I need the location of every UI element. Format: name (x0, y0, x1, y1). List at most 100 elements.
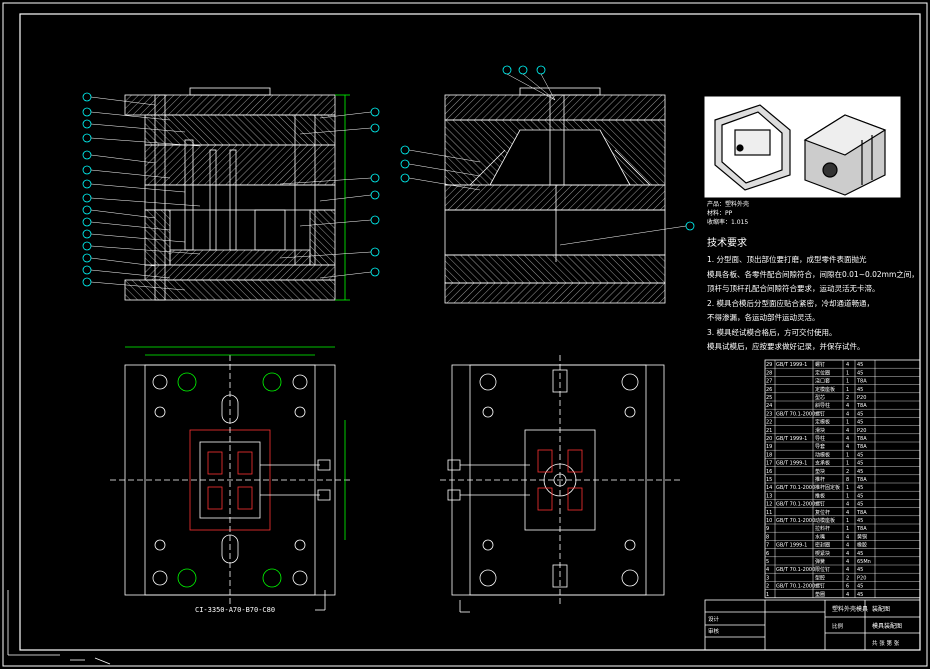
tech-req-item: 顶杆与顶杆孔配合间隙符合要求，运动灵活无卡滞。 (707, 283, 880, 293)
bom-cell: 45 (857, 411, 863, 417)
bom-cell: 推杆固定板 (815, 484, 840, 491)
part-balloon (82, 107, 171, 121)
bom-cell: 型腔 (815, 574, 825, 581)
bom-cell: 45 (857, 469, 863, 475)
product-note-1: 产品：塑料外壳 (707, 200, 749, 208)
part-balloon (400, 173, 481, 191)
bom-cell: 推板 (815, 492, 825, 499)
bom-cell: 7 (766, 543, 769, 549)
part-balloons-right (400, 65, 695, 246)
bom-cell: 1 (846, 420, 849, 426)
bom-cell: 12 (766, 502, 772, 508)
tech-req-item: 模具各板、各零件配合间隙符合，间隙在0.01~0.02mm之间， (707, 269, 919, 279)
bom-cell: 4 (846, 444, 849, 450)
tech-req-item: 3. 模具经试模合格后，方可交付使用。 (707, 327, 837, 337)
bom-cell: 螺钉 (815, 501, 825, 508)
bom-cell: 楔紧块 (815, 550, 830, 557)
bom-cell: 11 (766, 510, 772, 516)
bom-cell: 28 (766, 370, 772, 376)
bom-cell: 6 (846, 584, 849, 590)
bom-cell: 8 (766, 534, 769, 540)
bom-cell: 45 (857, 551, 863, 557)
bom-cell: 4 (846, 534, 849, 540)
plan-view-fixed-half (110, 346, 350, 611)
bom-cell: GB/T 1999-1 (776, 436, 807, 442)
part-balloon (82, 92, 156, 106)
bom-frame (764, 359, 921, 599)
product-note-2: 材料：PP (707, 209, 733, 217)
bom-cell: 1 (846, 379, 849, 385)
bom-cell: 1 (846, 493, 849, 499)
part-balloon (82, 165, 171, 179)
bom-cell: 2 (846, 575, 849, 581)
product-render (704, 96, 901, 198)
bom-cell: 6 (766, 551, 769, 557)
bom-cell: 3 (766, 575, 769, 581)
bom-cell: 19 (766, 444, 772, 450)
bom-cell: 4 (846, 428, 849, 434)
bom-cell: 2 (846, 395, 849, 401)
part-balloon (82, 179, 186, 193)
bom-cell: 复位杆 (815, 509, 830, 516)
bom-cell: P20 (857, 395, 866, 401)
part-balloon (518, 65, 556, 101)
part-balloon (82, 253, 156, 267)
inner-frame (19, 13, 921, 651)
bom-cell: T8A (856, 403, 867, 409)
title-label-check: 审核 (708, 627, 720, 635)
part-balloon (82, 241, 201, 255)
bom-cell: T8A (856, 526, 867, 532)
bom-cell: 4 (846, 510, 849, 516)
bom-cell: 1 (846, 387, 849, 393)
bom-cell: GB/T 70.1-2000 (776, 518, 815, 524)
bom-cell: 16 (766, 469, 772, 475)
part-balloon (319, 267, 380, 279)
title-label-sheet: 共 张 第 张 (872, 639, 900, 647)
part-balloon (299, 215, 380, 227)
bom-cell: GB/T 70.1-2000 (776, 567, 815, 573)
bom-cell: 4 (846, 436, 849, 442)
bom-cell: 17 (766, 461, 772, 467)
ucs-icon (7, 590, 111, 665)
bom-cell: 45 (857, 485, 863, 491)
bom-cell: 螺钉 (815, 410, 825, 417)
bom-cell: 螺钉 (815, 583, 825, 590)
part-balloon (82, 150, 156, 164)
bom-cell: 4 (846, 411, 849, 417)
bom-cell: 定模座板 (815, 386, 835, 393)
bom-cell: 45 (857, 518, 863, 524)
part-balloon (82, 205, 156, 219)
part-balloon (82, 277, 186, 291)
bom-cell: 1 (846, 461, 849, 467)
bom-cell: 45 (857, 493, 863, 499)
bom-cell: 2 (766, 584, 769, 590)
bom-cell: 定位圈 (815, 369, 830, 376)
bom-cell: 支承板 (815, 460, 830, 467)
bom-cell: 65Mn (857, 559, 871, 565)
bom-cell: 21 (766, 428, 772, 434)
bom-cell: GB/T 70.1-2000 (776, 584, 815, 590)
bom-cell: 导套 (815, 443, 825, 450)
bom-cell: T8A (856, 379, 867, 385)
bom-cell: GB/T 70.1-2000 (776, 502, 815, 508)
title-drawing-no: 模具装配图 (872, 622, 902, 630)
bom-cell: GB/T 1999-1 (776, 461, 807, 467)
bom-cell: 1 (766, 592, 769, 598)
bom-cell: 4 (846, 551, 849, 557)
bom-cell: 1 (846, 526, 849, 532)
bom-cell: 动模座板 (815, 517, 835, 524)
part-balloon (82, 217, 171, 231)
part-balloon (279, 173, 380, 185)
